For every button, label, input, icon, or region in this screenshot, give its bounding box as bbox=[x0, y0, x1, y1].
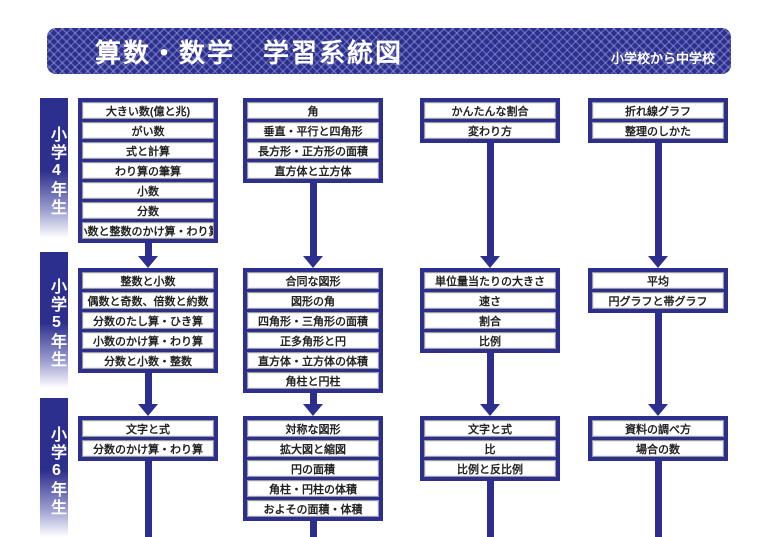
flow-line bbox=[654, 461, 662, 537]
flow-arrowhead bbox=[648, 256, 668, 268]
column-group: 角垂直・平行と四角形長方形・正方形の面積直方体と立方体 bbox=[243, 98, 383, 183]
flow-line bbox=[309, 393, 317, 404]
topic-box: 速さ bbox=[424, 292, 556, 309]
flow-line bbox=[144, 461, 152, 537]
topic-box: 分数と小数・整数 bbox=[82, 352, 214, 369]
topic-box: 文字と式 bbox=[424, 420, 556, 437]
column-group: 大きい数(億と兆) がい数式と計算わり算の筆算小数分数小数と整数のかけ算・わり算 bbox=[78, 98, 218, 243]
grade-bar-label: 小学6年生 bbox=[40, 398, 68, 537]
topic-box: 資料の調べ方 bbox=[592, 420, 724, 437]
topic-box: 整理のしかた bbox=[592, 122, 724, 139]
flow-arrowhead bbox=[648, 404, 668, 416]
flow-line bbox=[486, 353, 494, 404]
topic-box: 長方形・正方形の面積 bbox=[247, 142, 379, 159]
column-group: 合同な図形図形の角四角形・三角形の面積正多角形と円直方体・立方体の体積角柱と円柱 bbox=[243, 268, 383, 393]
grade-bar-label: 小学5年生 bbox=[40, 252, 68, 388]
topic-box: 比例 bbox=[424, 332, 556, 349]
column-group: 文字と式分数のかけ算・わり算 bbox=[78, 416, 218, 461]
flow-line bbox=[309, 183, 317, 256]
topic-box: 小数と整数のかけ算・わり算 bbox=[82, 222, 214, 239]
flow-arrowhead bbox=[480, 404, 500, 416]
topic-box: 変わり方 bbox=[424, 122, 556, 139]
column-group: 折れ線グラフ整理のしかた bbox=[588, 98, 728, 143]
flow-arrowhead bbox=[138, 256, 158, 268]
flow-arrowhead bbox=[480, 256, 500, 268]
column-group: かんたんな割合変わり方 bbox=[420, 98, 560, 143]
flow-line bbox=[486, 143, 494, 256]
column-group: 整数と小数偶数と奇数、倍数と約数分数のたし算・ひき算小数のかけ算・わり算分数と小… bbox=[78, 268, 218, 373]
topic-box: 単位量当たりの大きさ bbox=[424, 272, 556, 289]
topic-box: かんたんな割合 bbox=[424, 102, 556, 119]
topic-box: 角柱・円柱の体積 bbox=[247, 480, 379, 497]
topic-box: わり算の筆算 bbox=[82, 162, 214, 179]
topic-box: 分数のたし算・ひき算 bbox=[82, 312, 214, 329]
flow-line bbox=[309, 521, 317, 537]
column-group: 単位量当たりの大きさ速さ割合比例 bbox=[420, 268, 560, 353]
grade-range-badge: 小学校から中学校 bbox=[610, 51, 715, 66]
column-group: 文字と式比比例と反比例 bbox=[420, 416, 560, 481]
topic-box: 式と計算 bbox=[82, 142, 214, 159]
topic-box: およその面積・体積 bbox=[247, 500, 379, 517]
topic-box: 合同な図形 bbox=[247, 272, 379, 289]
topic-box: 整数と小数 bbox=[82, 272, 214, 289]
topic-box: 小数のかけ算・わり算 bbox=[82, 332, 214, 349]
grade-bar-label: 小学4年生 bbox=[40, 98, 68, 238]
flow-line bbox=[486, 481, 494, 537]
topic-box: 拡大図と縮図 bbox=[247, 440, 379, 457]
topic-box: 割合 bbox=[424, 312, 556, 329]
topic-box: 分数のかけ算・わり算 bbox=[82, 440, 214, 457]
flow-line bbox=[654, 143, 662, 256]
topic-box: 大きい数(億と兆) bbox=[82, 102, 214, 119]
flow-line bbox=[144, 243, 152, 256]
topic-box: 垂直・平行と四角形 bbox=[247, 122, 379, 139]
topic-box: 分数 bbox=[82, 202, 214, 219]
topic-box: 円グラフと帯グラフ bbox=[592, 292, 724, 309]
topic-box: 平均 bbox=[592, 272, 724, 289]
column-group: 平均円グラフと帯グラフ bbox=[588, 268, 728, 313]
topic-box: 角 bbox=[247, 102, 379, 119]
header-banner: 算数・数学 学習系統図 小学校から中学校 bbox=[47, 28, 731, 74]
topic-box: 偶数と奇数、倍数と約数 bbox=[82, 292, 214, 309]
topic-box: 四角形・三角形の面積 bbox=[247, 312, 379, 329]
topic-box: 対称な図形 bbox=[247, 420, 379, 437]
flow-line bbox=[654, 313, 662, 404]
topic-box: 比例と反比例 bbox=[424, 460, 556, 477]
topic-box: 図形の角 bbox=[247, 292, 379, 309]
topic-box: 角柱と円柱 bbox=[247, 372, 379, 389]
column-group: 対称な図形拡大図と縮図円の面積角柱・円柱の体積およその面積・体積 bbox=[243, 416, 383, 521]
topic-box: 文字と式 bbox=[82, 420, 214, 437]
flow-line bbox=[144, 373, 152, 404]
column-group: 資料の調べ方場合の数 bbox=[588, 416, 728, 461]
topic-box: 円の面積 bbox=[247, 460, 379, 477]
page-title: 算数・数学 学習系統図 bbox=[95, 37, 404, 68]
topic-box: 比 bbox=[424, 440, 556, 457]
flow-arrowhead bbox=[303, 256, 323, 268]
topic-box: 折れ線グラフ bbox=[592, 102, 724, 119]
topic-box: がい数 bbox=[82, 122, 214, 139]
flow-arrowhead bbox=[303, 404, 323, 416]
topic-box: 小数 bbox=[82, 182, 214, 199]
topic-box: 場合の数 bbox=[592, 440, 724, 457]
topic-box: 直方体・立方体の体積 bbox=[247, 352, 379, 369]
flow-arrowhead bbox=[138, 404, 158, 416]
topic-box: 直方体と立方体 bbox=[247, 162, 379, 179]
topic-box: 正多角形と円 bbox=[247, 332, 379, 349]
